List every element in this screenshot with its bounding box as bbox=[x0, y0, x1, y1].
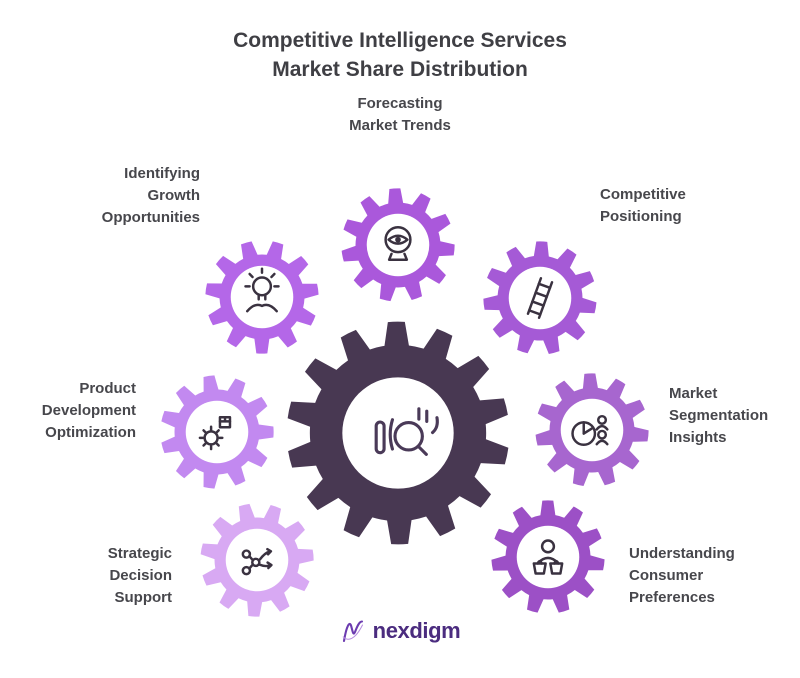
label-line: Market Trends bbox=[349, 117, 451, 134]
label-line: Market bbox=[669, 385, 718, 402]
label-line: Identifying bbox=[124, 165, 200, 182]
gear-hub bbox=[342, 377, 454, 489]
label-line: Development bbox=[41, 402, 136, 419]
label-line: Support bbox=[114, 589, 173, 606]
label-line: Forecasting bbox=[357, 95, 443, 112]
label-line: Growth bbox=[147, 187, 201, 204]
gear-understanding-consumer-preferences bbox=[489, 498, 607, 616]
crystal-ball-icon bbox=[384, 226, 412, 261]
label-line: Insights bbox=[669, 429, 727, 446]
label-line: Product bbox=[79, 380, 136, 397]
label-market-segmentation-insights: Market Segmentation Insights bbox=[669, 383, 799, 449]
gear-strategic-decision-support bbox=[198, 501, 316, 619]
label-line: Strategic bbox=[107, 545, 172, 562]
pie-chart-people-icon bbox=[571, 414, 609, 446]
label-line: Preferences bbox=[629, 589, 715, 606]
gear-product-development-optimization bbox=[158, 373, 276, 491]
label-forecasting-market-trends: Forecasting Market Trends bbox=[300, 93, 500, 137]
nexdigm-n-mark bbox=[342, 620, 363, 643]
gear-hub bbox=[508, 266, 572, 330]
nexdigm-wordmark: nexdigm bbox=[372, 618, 461, 643]
bar-chart-magnifier-icon bbox=[374, 407, 439, 456]
gear-hub bbox=[560, 398, 624, 462]
gear-hub bbox=[230, 265, 294, 329]
label-competitive-positioning: Competitive Positioning bbox=[600, 184, 770, 228]
decision-branches-icon bbox=[241, 547, 273, 576]
label-line: Optimization bbox=[45, 424, 136, 441]
label-line: Understanding bbox=[629, 545, 735, 562]
label-strategic-decision-support: Strategic Decision Support bbox=[20, 543, 172, 609]
ladder-icon bbox=[526, 277, 554, 319]
label-identifying-growth-opportunities: Identifying Growth Opportunities bbox=[20, 163, 200, 229]
label-line: Opportunities bbox=[101, 209, 200, 226]
label-understanding-consumer-preferences: Understanding Consumer Preferences bbox=[629, 543, 799, 609]
nexdigm-logo: nexdigm bbox=[0, 616, 800, 646]
shopper-bags-icon bbox=[532, 539, 564, 575]
label-product-development-optimization: Product Development Optimization bbox=[0, 378, 136, 444]
label-line: Segmentation bbox=[669, 407, 769, 424]
label-line: Positioning bbox=[600, 208, 682, 225]
gear-market-segmentation-insights bbox=[533, 371, 651, 489]
label-line: Competitive bbox=[600, 186, 686, 203]
gear-center-competitive-intelligence bbox=[282, 317, 514, 549]
gear-forecasting-market-trends bbox=[339, 186, 457, 304]
gear-identifying-growth-opportunities bbox=[203, 238, 321, 356]
label-line: Consumer bbox=[629, 567, 704, 584]
gear-hub bbox=[366, 213, 430, 277]
lightbulb-growth-icon bbox=[244, 267, 280, 313]
gear-competitive-positioning bbox=[481, 239, 599, 357]
gear-box-icon bbox=[198, 416, 232, 451]
title-line-1: Competitive Intelligence Services bbox=[233, 29, 567, 52]
label-line: Decision bbox=[109, 567, 172, 584]
page-title: Competitive Intelligence Services Market… bbox=[0, 26, 800, 84]
title-line-2: Market Share Distribution bbox=[272, 58, 528, 81]
